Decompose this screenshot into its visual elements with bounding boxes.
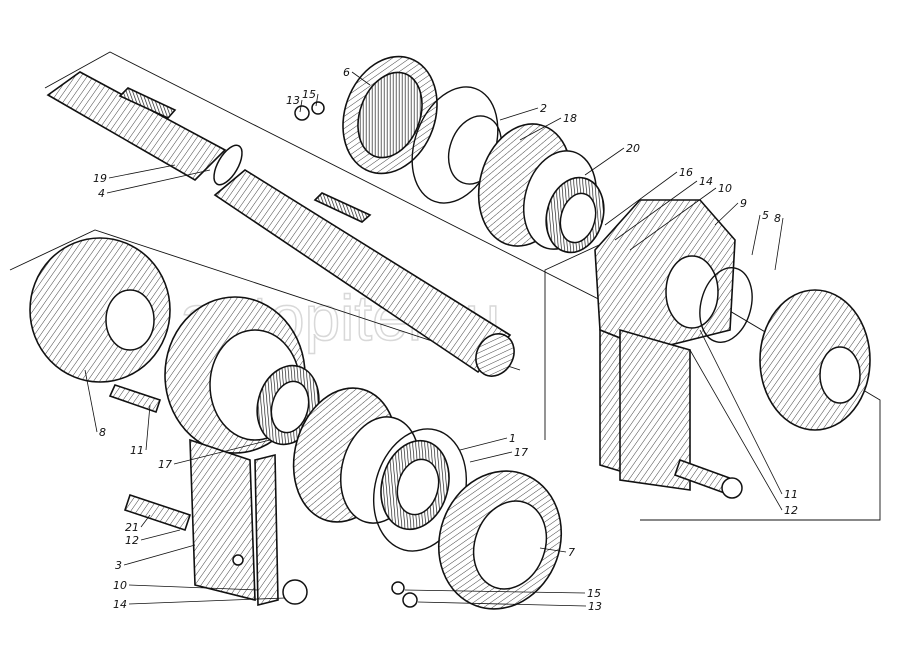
callout-14-housing-right: 14: [699, 175, 713, 188]
callout-17-seal-bottom: 17: [514, 446, 528, 459]
leader-line: [774, 217, 784, 271]
leader-line: [519, 117, 562, 141]
callout-9-nut-right: 9: [740, 197, 747, 210]
leader-line: [140, 529, 181, 541]
leader-line: [145, 404, 151, 451]
shaft: [46, 71, 515, 377]
callout-14-nut-bottom-left: 14: [113, 598, 127, 611]
bolt-left: [108, 384, 162, 414]
callout-10-bracket-left: 10: [113, 579, 127, 592]
bolt-bottom: [123, 493, 192, 532]
callout-11-bolt-right: 11: [784, 488, 798, 501]
bolt-right: [673, 458, 743, 499]
leader-line: [629, 187, 717, 251]
callout-8-sprocket-right: 8: [774, 212, 781, 225]
callout-12-washer-bottom: 12: [125, 534, 139, 547]
housing-right: [594, 199, 736, 491]
leader-line: [614, 180, 698, 241]
leader-line: [123, 544, 196, 566]
leader-line: [351, 71, 371, 86]
sprocket-left: [29, 237, 171, 383]
leader-line: [714, 202, 739, 226]
leader-line: [469, 451, 513, 463]
leader-line: [404, 589, 586, 594]
leader-line: [128, 584, 259, 591]
spacer-right: [699, 267, 753, 343]
assembly-frame-right: [544, 239, 881, 521]
leader-line: [584, 147, 625, 176]
leader-line: [417, 601, 587, 607]
leader-line: [499, 107, 539, 121]
leader-line: [315, 93, 319, 107]
callout-7-cover-bottom: 7: [568, 546, 575, 559]
callout-15-washer-bottom-right: 15: [587, 587, 601, 600]
leader-line: [689, 349, 783, 511]
callout-2-gasket-top: 2: [540, 102, 547, 115]
callout-3-bracket-left: 3: [115, 559, 122, 572]
leader-line: [539, 547, 567, 553]
leader-line: [604, 171, 678, 226]
callout-13-nut-bottom-right: 13: [588, 600, 602, 613]
leader-line: [108, 164, 176, 179]
nut-top: [294, 101, 325, 121]
callout-16-housing-right: 16: [679, 166, 693, 179]
nut-bottom-left: [282, 579, 308, 605]
leader-line: [299, 99, 303, 113]
bearing-top: [477, 123, 605, 254]
callout-19-key: 19: [93, 172, 107, 185]
nut-bottom-right: [391, 581, 418, 608]
callout-1-gasket-bottom: 1: [509, 432, 516, 445]
leader-line: [173, 439, 271, 465]
callout-11-bolt-left: 11: [130, 444, 144, 457]
callout-13-nut-top: 13: [286, 94, 300, 107]
leader-line: [106, 169, 211, 194]
callout-21-bolt-bottom: 21: [125, 521, 139, 534]
leader-line: [751, 214, 761, 256]
callout-5-spacer-right: 5: [762, 209, 769, 222]
leader-line: [128, 597, 286, 605]
assembly-frame-left: [9, 229, 521, 371]
callout-18-snap-ring: 18: [563, 112, 577, 125]
callout-8-sprocket-left: 8: [99, 426, 106, 439]
cover-bottom: [437, 470, 563, 610]
callout-12-washer-right: 12: [784, 504, 798, 517]
callout-4-shaft: 4: [98, 187, 105, 200]
callout-17-seal-left: 17: [158, 458, 172, 471]
callout-15-washer-top: 15: [302, 88, 316, 101]
key: [118, 87, 372, 223]
leader-line: [84, 369, 98, 433]
callout-6-cover-top: 6: [343, 66, 350, 79]
bracket-left: [189, 438, 279, 607]
leader-line: [459, 437, 508, 451]
cover-top: [342, 55, 438, 175]
callout-10-housing-right: 10: [718, 182, 732, 195]
leader-line: [699, 329, 783, 495]
sprocket-right: [759, 289, 871, 431]
seal-bottom: [380, 439, 450, 531]
leader-line: [140, 514, 151, 528]
callout-20-bearing-top: 20: [626, 142, 640, 155]
